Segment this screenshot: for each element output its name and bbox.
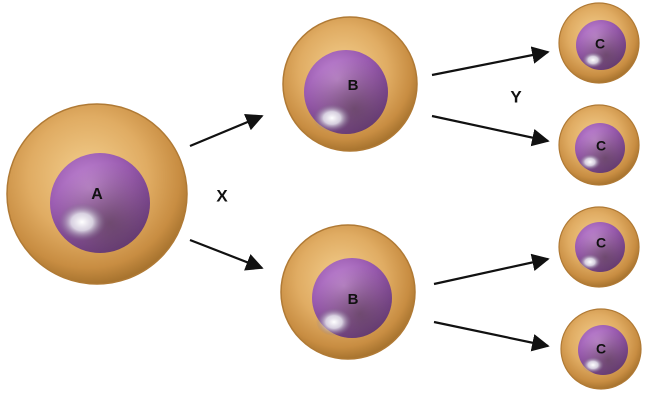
cell-c-1-label: C (595, 36, 605, 52)
cell-a: A (7, 104, 187, 284)
cell-a-label: A (91, 186, 103, 203)
arrow-b-bottom-to-c-3 (434, 259, 548, 284)
cell-c-3-label: C (596, 235, 606, 251)
cell-b-top: B (283, 17, 417, 151)
cell-c-2-label: C (596, 138, 606, 154)
cell-c-3: C (559, 207, 639, 287)
arrow-a-to-b-top (190, 116, 262, 146)
cell-c-4-label: C (596, 341, 606, 357)
cell-c-2: C (559, 105, 639, 185)
arrow-b-top-to-c-1 (432, 52, 548, 75)
arrow-b-top-to-c-2 (432, 116, 548, 141)
cell-c-1: C (559, 3, 639, 83)
cell-b-bottom: B (281, 225, 415, 359)
arrow-a-to-b-bottom (190, 240, 262, 268)
cell-b-bottom-label: B (348, 291, 359, 308)
cell-b-top-label: B (348, 77, 359, 94)
arrow-b-bottom-to-c-4 (434, 322, 548, 346)
stage-label-y: Y (510, 87, 522, 106)
stage-label-x: X (216, 186, 228, 205)
cell-c-4: C (561, 309, 641, 389)
